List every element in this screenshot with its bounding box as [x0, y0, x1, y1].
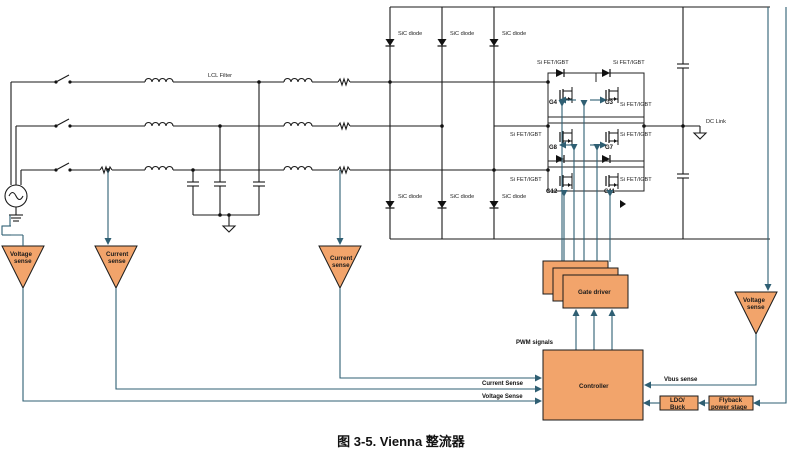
buck-label: Buck [670, 404, 686, 411]
current-sense-label-2: Current [330, 255, 352, 262]
voltage-sense-label-right: Voltage [743, 297, 765, 304]
gate-label-g3: G3 [605, 100, 614, 106]
phase-wires [10, 81, 494, 185]
voltage-sense-label-right-2: sense [747, 304, 765, 311]
pwm-signals-label: PWM signals [516, 340, 554, 346]
sic-diode-label-6: SiC diode [502, 194, 526, 200]
sense-signal-lines [1, 7, 772, 405]
gate-label-g12: G12 [546, 189, 558, 195]
si-fet-label-6: Si FET/IGBT [510, 177, 542, 183]
controller-block [542, 349, 644, 421]
si-fet-label-3: Si FET/IGBT [620, 102, 652, 108]
power-stage-label: power stage [711, 404, 748, 411]
figure-caption: 图 3-5. Vienna 整流器 [337, 434, 465, 449]
current-sense-label-1b: sense [108, 258, 126, 265]
si-fet-label-2: Si FET/IGBT [613, 60, 645, 66]
si-fet-label-1: Si FET/IGBT [537, 60, 569, 66]
power-supply-lines [643, 7, 787, 407]
sic-diode-label-1: SiC diode [398, 31, 422, 37]
sense-resistors [99, 77, 351, 175]
sic-diode-label-2: SiC diode [450, 31, 474, 37]
sic-diode-label-3: SiC diode [502, 31, 526, 37]
current-sense-line-label: Current Sense [482, 381, 524, 387]
dc-link-label: DC Link [706, 119, 726, 125]
filter-capacitors [106, 80, 265, 233]
current-sense-label-1: Current [106, 251, 128, 258]
vienna-rectifier-diagram: LCL Filter DC Link SiC diode SiC diode S… [1, 6, 787, 421]
controller-label: Controller [579, 383, 609, 390]
sense-triangles [1, 245, 778, 336]
gate-driver-block [542, 260, 629, 309]
vbus-sense-label: Vbus sense [664, 377, 698, 383]
sic-diode-label-4: SiC diode [398, 194, 422, 200]
lcl-filter-label: LCL Filter [208, 73, 232, 79]
gate-label-g8: G8 [549, 145, 558, 151]
gate-label-g7: G7 [605, 145, 614, 151]
ac-source-symbol [4, 184, 28, 222]
converter-inductors [283, 77, 313, 171]
voltage-sense-line-label: Voltage Sense [482, 394, 523, 400]
si-fet-label-7: Si FET/IGBT [620, 177, 652, 183]
voltage-sense-label-left: Voltage [10, 251, 32, 258]
gate-signal-lines [558, 100, 614, 262]
current-sense-label-2b: sense [332, 262, 350, 269]
si-fet-label-5: Si FET/IGBT [620, 132, 652, 138]
sic-diode-label-5: SiC diode [450, 194, 474, 200]
grid-switches [54, 74, 72, 172]
bidirectional-switches [390, 68, 645, 208]
si-fet-label-4: Si FET/IGBT [510, 132, 542, 138]
pwm-lines [572, 309, 616, 350]
ldo-label: LDO/ [670, 397, 685, 404]
gate-driver-label: Gate driver [578, 289, 611, 296]
flyback-label: Flyback [719, 397, 743, 404]
voltage-sense-label-left-2: sense [14, 258, 32, 265]
grid-inductors [144, 77, 174, 171]
gate-label-g11: G11 [604, 189, 616, 195]
gate-label-g4: G4 [549, 100, 558, 106]
